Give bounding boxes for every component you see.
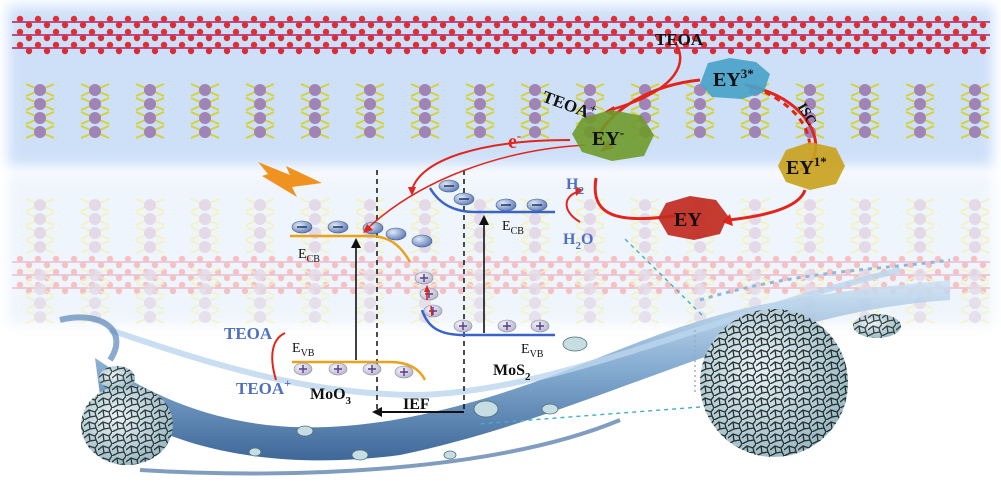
label-h2o: H2O xyxy=(563,231,593,252)
band-diagram xyxy=(290,170,555,417)
label-mos2: MoS2 xyxy=(493,362,531,383)
hole-transfer-arrows xyxy=(424,285,433,317)
nanoflower-particles xyxy=(248,336,588,461)
nanoflower-sphere-far-right xyxy=(853,314,901,338)
nanoflower-sphere-large-right xyxy=(700,309,848,457)
label-ey: EY xyxy=(674,209,702,231)
label-ey1: EY1* xyxy=(786,154,827,179)
mos2-cb-band xyxy=(428,187,555,214)
label-teoa-top: TEOA xyxy=(655,30,704,49)
label-moo3: MoO3 xyxy=(310,386,352,407)
label-ief: IEF xyxy=(403,396,430,413)
label-ey-radical: EY- xyxy=(592,125,624,150)
moo3-cb-band xyxy=(290,234,412,263)
ey-octagon xyxy=(658,196,728,240)
crystal-layer-top xyxy=(8,6,993,166)
ey-radical-octagon xyxy=(572,110,654,161)
nanoflower-sphere-small-left xyxy=(99,366,135,390)
ey-cycle xyxy=(271,39,845,381)
label-teoa-bottom-ox: TEOA+ xyxy=(236,376,291,398)
lightning-icon xyxy=(258,162,322,197)
moo3-lattice xyxy=(12,15,990,55)
ey1-octagon xyxy=(778,142,845,190)
zoom-connectors xyxy=(477,238,703,425)
moo3-vb-band xyxy=(292,360,427,381)
nanoflower-sphere-left xyxy=(81,385,173,465)
label-electron: e- xyxy=(508,128,521,153)
label-ecb-right: ECB xyxy=(502,219,524,237)
label-teoa-bottom: TEOA xyxy=(224,324,273,343)
label-h2: H2 xyxy=(566,176,584,197)
hole-plus-group xyxy=(293,271,550,379)
electron-minus-signs xyxy=(297,185,542,228)
mos2-vb-band xyxy=(420,309,555,337)
label-evb-left: EVB xyxy=(292,341,315,359)
faded-lattice xyxy=(12,198,990,324)
label-ey3: EY3* xyxy=(713,66,754,91)
ey3-octagon xyxy=(700,58,770,99)
label-ecb-left: ECB xyxy=(298,247,320,265)
label-evb-right: EVB xyxy=(521,342,544,360)
